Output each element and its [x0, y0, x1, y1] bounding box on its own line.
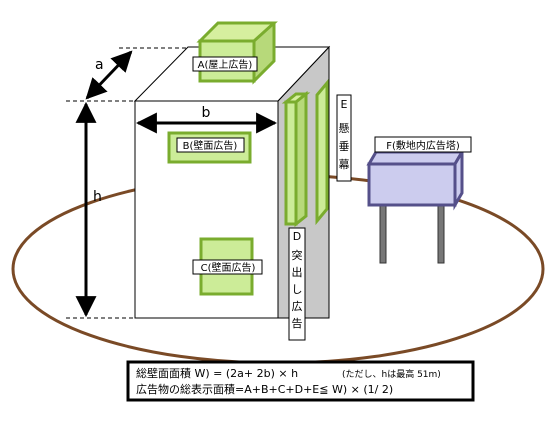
- sign-e-label-box: [336, 94, 352, 182]
- sign-b-label-box: [176, 137, 245, 153]
- sign-e-label-3: 垂: [339, 140, 350, 153]
- sign-e-banner: [315, 78, 329, 226]
- sign-f-label: F(敷地内広告塔): [386, 139, 460, 152]
- sign-a-label-box: [192, 56, 258, 72]
- dim-arrow-a: [85, 50, 133, 100]
- sign-d-label-2: 突: [292, 248, 303, 262]
- sign-a-rooftop: [196, 21, 278, 85]
- sign-d-label-5: 広: [292, 300, 303, 313]
- sign-c-label-box: [192, 259, 263, 275]
- sign-e-label-2: 懸: [339, 122, 350, 135]
- dim-label-h: h: [93, 189, 102, 205]
- sign-d-label-4: し: [292, 283, 303, 296]
- formula-box: [126, 360, 475, 402]
- formula-line-1-note: (ただし、hは最高 51m): [342, 368, 441, 380]
- sign-e-label-4: 幕: [339, 157, 350, 171]
- sign-d-projecting: [281, 90, 311, 228]
- dim-label-a: a: [95, 57, 104, 73]
- sign-f-label-box: [374, 136, 472, 153]
- formula-line-1: 総壁面面積 W) = (2a+ 2b) × h: [136, 366, 298, 380]
- sign-e-label-1: E: [341, 98, 348, 111]
- formula-line-2: 広告物の総表示面積=A+B+C+D+E≦ W) × (1/ 2): [136, 382, 393, 396]
- sign-d-label-1: D: [293, 230, 301, 243]
- sign-c-label: C(壁面広告): [201, 261, 256, 274]
- sign-b-label: B(壁面広告): [183, 139, 238, 152]
- sign-d-label-box: [288, 227, 306, 341]
- sign-d-label-6: 告: [292, 317, 303, 330]
- sign-a-label: A(屋上広告): [198, 58, 253, 71]
- sign-f-tower: [366, 146, 465, 264]
- dim-label-b: b: [202, 105, 211, 121]
- sign-d-label-3: 出: [292, 265, 303, 279]
